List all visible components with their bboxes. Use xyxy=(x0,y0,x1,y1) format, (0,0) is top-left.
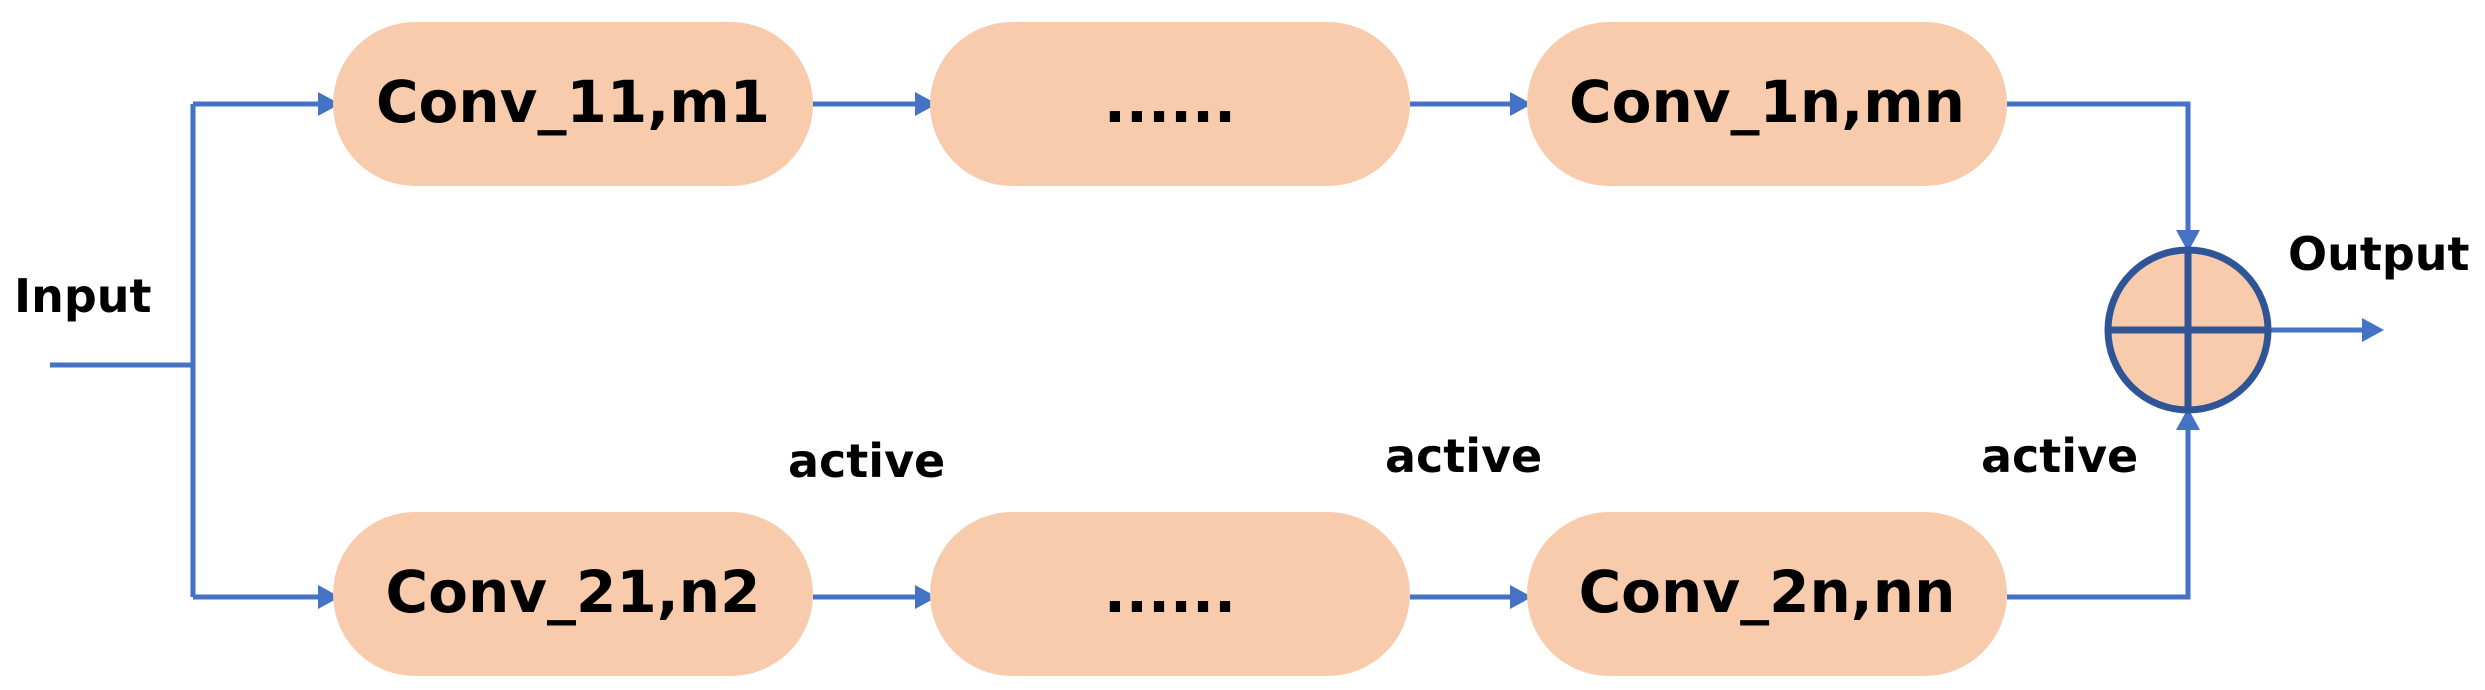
top-box-1-label: Conv_11,m1 xyxy=(376,68,770,136)
arrow-right-icon xyxy=(2362,318,2384,342)
arrow-right-icon xyxy=(318,92,340,116)
top-box-2: ...... xyxy=(930,22,1410,186)
activation-label-2: active xyxy=(1385,429,1542,483)
bottom-box-1: Conv_21,n2 xyxy=(333,512,813,676)
arrow-right-icon xyxy=(318,585,340,609)
bottom-box-1-label: Conv_21,n2 xyxy=(386,558,761,626)
bottom-box-2: ...... xyxy=(930,512,1410,676)
arrow-right-icon xyxy=(915,92,937,116)
output-label: Output xyxy=(2288,227,2470,281)
top-box-3: Conv_1n,mn xyxy=(1527,22,2007,186)
arrow-right-icon xyxy=(915,585,937,609)
arrow-up-icon xyxy=(2176,408,2200,430)
arrow-down-icon xyxy=(2176,230,2200,252)
activation-label-3: active xyxy=(1981,429,2138,483)
top-box-2-label: ...... xyxy=(1104,68,1236,136)
arrow-right-icon xyxy=(1510,92,1532,116)
arrowheads xyxy=(318,92,2384,609)
input-label: Input xyxy=(14,269,152,323)
plus-circle-icon xyxy=(2104,246,2272,414)
arrow-right-icon xyxy=(1510,585,1532,609)
connections xyxy=(50,101,2362,600)
bottom-box-3: Conv_2n,nn xyxy=(1527,512,2007,676)
bottom-box-2-label: ...... xyxy=(1104,558,1236,626)
top-box-3-label: Conv_1n,mn xyxy=(1569,68,1965,136)
top-box-1: Conv_11,m1 xyxy=(333,22,813,186)
bottom-box-3-label: Conv_2n,nn xyxy=(1579,558,1956,626)
activation-label-1: active xyxy=(788,434,945,488)
